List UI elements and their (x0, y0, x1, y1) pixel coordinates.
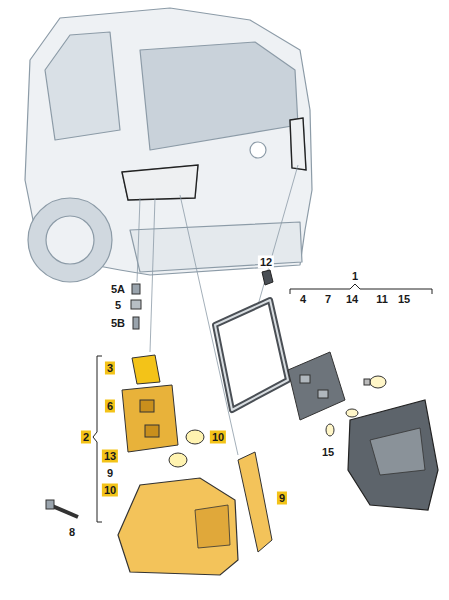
callout-number: 15 (320, 446, 336, 459)
callout-number: 7 (323, 293, 333, 306)
screw-8 (46, 500, 78, 517)
callout-number: 6 (105, 400, 115, 413)
screws-5 (131, 284, 141, 329)
callout-number: 5A (109, 283, 127, 296)
callout-number: 9 (277, 492, 287, 505)
vehicle-body (25, 8, 312, 282)
callout-number: 4 (298, 293, 308, 306)
outer-lamp-reflector (195, 505, 230, 548)
group-brackets (93, 284, 432, 522)
callout-number: 14 (344, 293, 360, 306)
inner-lamp-lens (370, 428, 425, 475)
callout-number: 12 (258, 256, 274, 269)
callout-number: 15 (396, 293, 412, 306)
callout-number: 5B (109, 317, 127, 330)
callout-number: 8 (67, 526, 77, 539)
callout-number: 5 (113, 299, 123, 312)
callout-number: 3 (105, 362, 115, 375)
bulb-carrier-6 (122, 385, 178, 452)
callout-number: 11 (374, 293, 390, 306)
inner-tail-lamp (348, 400, 438, 510)
callout-number: 13 (102, 450, 118, 463)
callout-number: 2 (81, 431, 91, 444)
callout-number: 10 (102, 484, 118, 497)
gasket-inner (215, 300, 288, 410)
outer-tail-lamp (118, 478, 238, 575)
inner-bulb-carrier (288, 352, 345, 420)
trim-strip-9 (238, 452, 272, 552)
callout-number: 9 (105, 467, 115, 480)
callout-number: 10 (210, 431, 226, 444)
tail-light-on-car (122, 118, 306, 200)
bulbs-10-13 (169, 430, 204, 467)
grommet-12 (262, 270, 273, 285)
gasket (215, 300, 288, 410)
callout-number: 1 (350, 270, 360, 283)
seal-3 (132, 355, 160, 384)
